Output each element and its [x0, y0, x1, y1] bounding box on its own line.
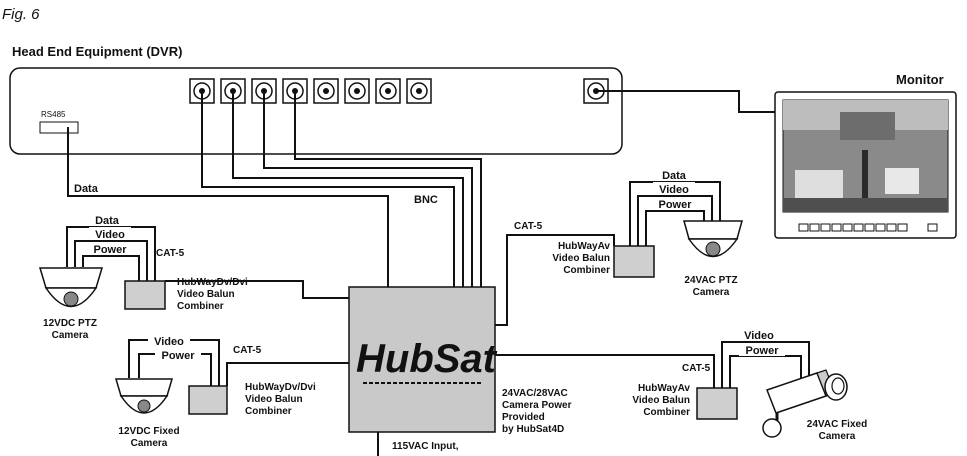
hubsat-unit	[348, 286, 496, 433]
combiner-right-bottom-label: HubWayAv Video Balun Combiner	[632, 383, 690, 418]
svg-text:Video Balun: Video Balun	[632, 395, 690, 406]
cat5-left-top-label: CAT-5	[156, 248, 185, 259]
cat5-right-top-label: CAT-5	[514, 221, 543, 232]
combiner-left-top	[124, 280, 166, 310]
left-bottom-bundle: Video Power	[128, 334, 220, 386]
dvr-box	[9, 67, 623, 155]
svg-text:HubWayDv/Dvi: HubWayDv/Dvi	[177, 277, 248, 288]
power-input-label: 115VAC Input,	[392, 441, 459, 452]
camera-right-top-label: 24VAC PTZ Camera	[684, 275, 737, 298]
camera-power-note: 24VAC/28VAC Camera Power Provided by Hub…	[502, 388, 572, 435]
camera-left-top-label: 12VDC PTZ Camera	[43, 318, 97, 341]
svg-text:Combiner: Combiner	[245, 406, 292, 417]
svg-text:Camera: Camera	[52, 330, 89, 341]
camera-left-bottom-label: 12VDC Fixed Camera	[118, 426, 179, 449]
fixed-dome-camera-left	[114, 378, 174, 414]
combiner-left-top-label: HubWayDv/Dvi Video Balun Combiner	[177, 277, 248, 312]
bnc-wires	[201, 91, 482, 287]
combiner-right-top-label: HubWayAv Video Balun Combiner	[552, 241, 610, 276]
combiner-left-bottom	[188, 385, 228, 415]
svg-text:HubWayDv/Dvi: HubWayDv/Dvi	[245, 382, 316, 393]
svg-text:Power: Power	[93, 244, 127, 256]
data-wire-label: Data	[74, 183, 99, 195]
bnc-port	[344, 78, 370, 104]
svg-text:HubWayAv: HubWayAv	[558, 241, 610, 252]
camera-right-bottom-label: 24VAC Fixed Camera	[807, 419, 867, 442]
svg-text:Power: Power	[745, 345, 779, 357]
svg-text:Data: Data	[95, 215, 120, 227]
combiner-right-bottom	[696, 387, 738, 420]
ptz-dome-camera-right	[683, 220, 743, 258]
svg-text:Provided: Provided	[502, 412, 545, 423]
svg-text:Video: Video	[95, 229, 125, 241]
right-top-bundle: Data Video Power	[629, 168, 721, 246]
svg-text:Combiner: Combiner	[563, 265, 610, 276]
svg-text:Camera: Camera	[131, 438, 168, 449]
cat5-left-bottom-label: CAT-5	[233, 345, 262, 356]
svg-text:24VAC/28VAC: 24VAC/28VAC	[502, 388, 568, 399]
cat5-left-top	[165, 280, 349, 299]
svg-text:24VAC Fixed: 24VAC Fixed	[807, 419, 867, 430]
bnc-port	[313, 78, 339, 104]
svg-text:12VDC Fixed: 12VDC Fixed	[118, 426, 179, 437]
monitor	[774, 91, 957, 239]
svg-text:Camera: Camera	[693, 287, 730, 298]
bnc-port	[375, 78, 401, 104]
combiner-right-top	[613, 245, 655, 278]
monitor-cable	[596, 90, 775, 113]
svg-text:Video Balun: Video Balun	[552, 253, 610, 264]
monitor-label: Monitor	[896, 72, 944, 87]
combiner-left-bottom-label: HubWayDv/Dvi Video Balun Combiner	[245, 382, 316, 417]
right-bottom-bundle: Video Power	[721, 328, 810, 388]
svg-text:HubWayAv: HubWayAv	[638, 383, 690, 394]
svg-text:Power: Power	[161, 350, 195, 362]
bnc-port	[406, 78, 432, 104]
svg-text:by HubSat4D: by HubSat4D	[502, 424, 564, 435]
svg-text:Power: Power	[658, 199, 692, 211]
svg-text:Video: Video	[154, 336, 184, 348]
cat5-left-bottom	[226, 362, 349, 386]
svg-text:Video Balun: Video Balun	[245, 394, 303, 405]
svg-text:24VAC PTZ: 24VAC PTZ	[684, 275, 737, 286]
cat5-right-bottom	[495, 354, 715, 388]
figure-label: Fig. 6	[2, 6, 40, 23]
svg-text:Combiner: Combiner	[177, 301, 224, 312]
svg-text:Video Balun: Video Balun	[177, 289, 235, 300]
rs485-port	[39, 121, 79, 134]
left-top-bundle: Data Video Power	[66, 213, 156, 281]
cat5-right-top	[495, 234, 615, 326]
svg-text:Video: Video	[659, 184, 689, 196]
bnc-port	[282, 78, 308, 104]
head-end-label: Head End Equipment (DVR)	[12, 44, 182, 59]
svg-text:12VDC PTZ: 12VDC PTZ	[43, 318, 97, 329]
cat5-right-bottom-label: CAT-5	[682, 363, 711, 374]
hubsat-logo: HubSat	[356, 337, 498, 381]
svg-text:Video: Video	[744, 330, 774, 342]
svg-text:Camera: Camera	[819, 431, 856, 442]
svg-text:Camera Power: Camera Power	[502, 400, 572, 411]
fixed-box-camera-right	[762, 369, 848, 438]
svg-text:Data: Data	[662, 170, 687, 182]
bnc-label: BNC	[414, 194, 438, 206]
monitor-buttons	[798, 223, 938, 232]
rs485-label: RS485	[41, 110, 66, 119]
data-wire	[67, 127, 389, 287]
ptz-dome-camera-left	[38, 267, 104, 308]
svg-text:Combiner: Combiner	[643, 407, 690, 418]
